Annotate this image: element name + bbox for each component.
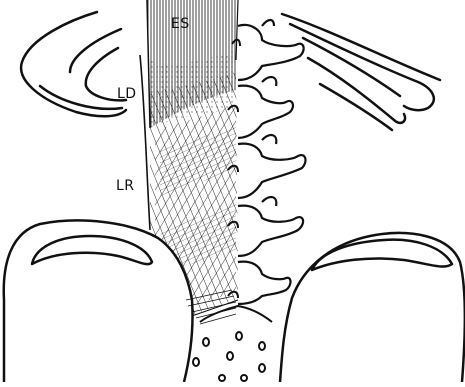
left-ribs (21, 12, 126, 116)
label-erector-spinae: ES (171, 16, 190, 32)
label-lumbar-region: LR (116, 178, 135, 194)
sacrum (193, 306, 272, 381)
lumbar-vertebrae (238, 20, 305, 304)
right-iliac-crest (280, 233, 465, 382)
right-ribs (282, 14, 440, 130)
label-latissimus-dorsi: LD (117, 86, 137, 102)
left-iliac-crest (4, 220, 193, 382)
